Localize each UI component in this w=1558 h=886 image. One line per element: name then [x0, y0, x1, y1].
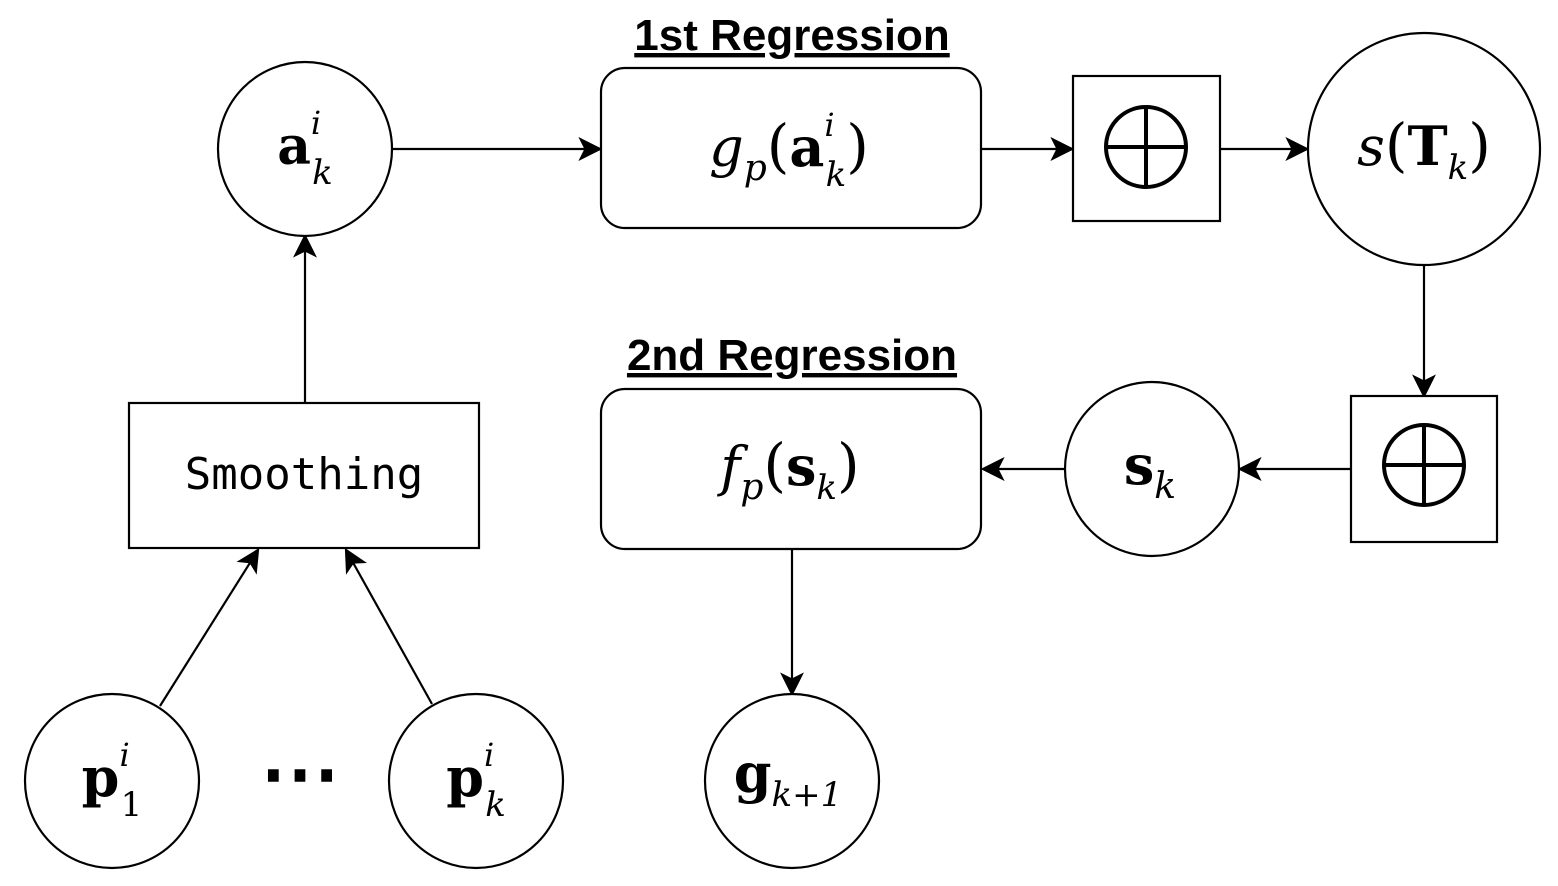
g-func-base: a: [789, 115, 824, 179]
g-func-open: (: [767, 112, 790, 180]
second-regression-title: 2nd Regression: [627, 331, 957, 380]
edges: [159, 137, 1436, 707]
f-func-sub: p: [740, 467, 763, 508]
g-func-sub2: k: [826, 155, 847, 195]
oplus-box-2: [1349, 394, 1499, 544]
svg-text:fp(sk): fp(sk): [716, 431, 859, 508]
s-func-close: ): [1468, 111, 1491, 179]
s-sub: k: [1154, 466, 1176, 507]
f-func-open: (: [763, 431, 786, 499]
svg-text:gk+1: gk+1: [734, 741, 843, 815]
s-func-name: s: [1357, 115, 1385, 178]
smoothing-label: Smoothing: [185, 449, 423, 500]
f-func-base: s: [786, 434, 816, 498]
g-func-sub: p: [744, 148, 767, 189]
node-g-next: gk+1: [703, 692, 881, 870]
node-s: sk: [1063, 380, 1241, 558]
pk-sub: k: [485, 785, 506, 825]
f-func-sub2: k: [816, 468, 837, 508]
ellipsis: ⋯: [260, 725, 340, 819]
a-base: a: [277, 116, 311, 177]
node-f-func: fp(sk): [599, 387, 983, 551]
oplus-icon: [1104, 105, 1188, 189]
svg-text:sk: sk: [1124, 433, 1176, 507]
g-next-sub: k+1: [772, 775, 843, 815]
pk-sup: i: [484, 736, 494, 774]
g-func-name: g: [709, 116, 744, 179]
g-next-base: g: [734, 741, 772, 805]
svg-text:gp(aik): gp(aik): [709, 106, 869, 195]
a-sub: k: [312, 153, 333, 193]
p1-base: p: [82, 745, 120, 809]
smoothing-box: Smoothing: [127, 401, 481, 550]
s-func-open: (: [1385, 111, 1408, 179]
g-func-sup: i: [824, 106, 834, 144]
g-func-close: ): [846, 112, 869, 180]
svg-text:pik: pik: [446, 736, 506, 825]
f-func-close: ): [837, 431, 860, 499]
s-base: s: [1124, 433, 1154, 497]
oplus-icon: [1382, 423, 1466, 507]
edge-pk-to-smoothing: [344, 547, 433, 705]
s-func-base: T: [1407, 114, 1447, 178]
svg-text:aik: aik: [277, 104, 333, 193]
svg-text:pi1: pi 1: [82, 736, 143, 825]
a-sup: i: [311, 104, 321, 142]
node-p1: pi 1: [23, 692, 201, 870]
p1-sup: i: [119, 736, 129, 774]
p1-sub: 1: [121, 785, 143, 825]
s-func-sub: k: [1448, 148, 1469, 188]
edge-p1-to-smoothing: [159, 547, 260, 707]
pk-base: p: [446, 745, 484, 809]
oplus-box-1: [1071, 74, 1222, 223]
first-regression-title: 1st Regression: [634, 11, 949, 60]
node-s-func: s(Tk): [1306, 31, 1542, 267]
svg-text:s(Tk): s(Tk): [1357, 111, 1491, 188]
